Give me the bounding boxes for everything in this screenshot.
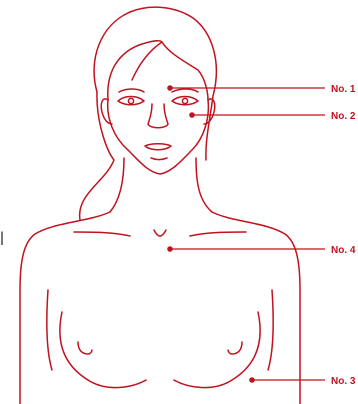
right-pupil [182, 98, 187, 103]
neck-left [110, 158, 124, 212]
left-torso-side [47, 290, 52, 370]
female-torso-outline [20, 7, 300, 404]
left-breast [60, 312, 146, 388]
nose [148, 104, 168, 128]
left-pupil [128, 98, 133, 103]
callout-no-4 [168, 247, 325, 251]
right-collarbone [190, 232, 246, 236]
right-breast [174, 312, 260, 388]
neck-right [196, 158, 212, 212]
face-outline [108, 100, 209, 174]
callout-no-3 [250, 378, 325, 382]
left-eyebrow [119, 89, 144, 92]
sternum-notch [154, 230, 166, 236]
left-collarbone [74, 232, 130, 236]
label-no-4: No. 4 [331, 245, 356, 256]
hair-part [132, 42, 162, 80]
mouth [145, 144, 171, 150]
hair-left-strand [80, 92, 114, 220]
label-no-1: No. 1 [331, 84, 356, 95]
chin-line [151, 158, 167, 160]
hair-outline [94, 7, 216, 160]
label-no-2: No. 2 [331, 111, 356, 122]
label-no-3: No. 3 [331, 376, 356, 387]
left-edge-mark: l [0, 229, 4, 249]
right-torso-side [268, 290, 273, 370]
left-nipple [78, 342, 92, 354]
left-shoulder-arm [20, 212, 110, 404]
right-eyebrow [172, 89, 198, 92]
right-nipple [228, 342, 242, 354]
right-shoulder-arm [212, 212, 300, 404]
